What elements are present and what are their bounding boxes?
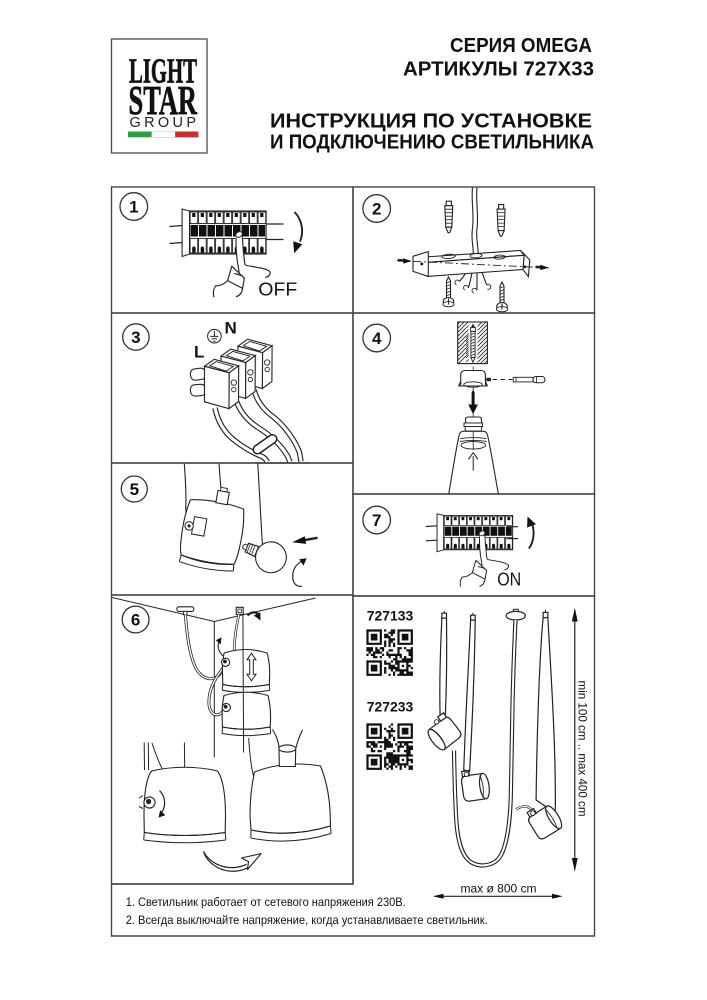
svg-text:5: 5	[130, 480, 139, 499]
svg-text:L: L	[194, 343, 204, 362]
svg-text:И ПОДКЛЮЧЕНИЮ СВЕТИЛЬНИКА: И ПОДКЛЮЧЕНИЮ СВЕТИЛЬНИКА	[270, 131, 594, 153]
svg-text:СЕРИЯ OMEGA: СЕРИЯ OMEGA	[450, 35, 592, 57]
svg-text:727233: 727233	[367, 699, 414, 715]
svg-text:4: 4	[372, 329, 382, 348]
svg-text:GROUP: GROUP	[130, 115, 197, 131]
svg-text:ON: ON	[497, 569, 521, 589]
svg-text:N: N	[225, 319, 237, 338]
svg-text:ИНСТРУКЦИЯ ПО УСТАНОВКЕ: ИНСТРУКЦИЯ ПО УСТАНОВКЕ	[270, 111, 592, 133]
svg-text:max ø 800 cm: max ø 800 cm	[460, 881, 536, 895]
svg-text:1: 1	[129, 198, 138, 217]
svg-text:7: 7	[372, 511, 381, 530]
svg-text:АРТИКУЛЫ 727X33: АРТИКУЛЫ 727X33	[403, 59, 594, 81]
svg-text:2. Всегда выключайте напряжени: 2. Всегда выключайте напряжение, когда у…	[126, 913, 488, 927]
svg-text:1. Светильник работает от сете: 1. Светильник работает от сетевого напря…	[126, 895, 406, 909]
svg-text:727133: 727133	[367, 607, 414, 623]
svg-text:STAR: STAR	[129, 77, 198, 123]
svg-text:LIGHT: LIGHT	[129, 52, 197, 91]
svg-text:3: 3	[131, 328, 140, 347]
svg-text:min 100 cm .. max 400 cm: min 100 cm .. max 400 cm	[576, 681, 589, 817]
svg-text:2: 2	[372, 200, 381, 219]
svg-text:OFF: OFF	[258, 280, 297, 300]
svg-text:6: 6	[131, 611, 140, 630]
